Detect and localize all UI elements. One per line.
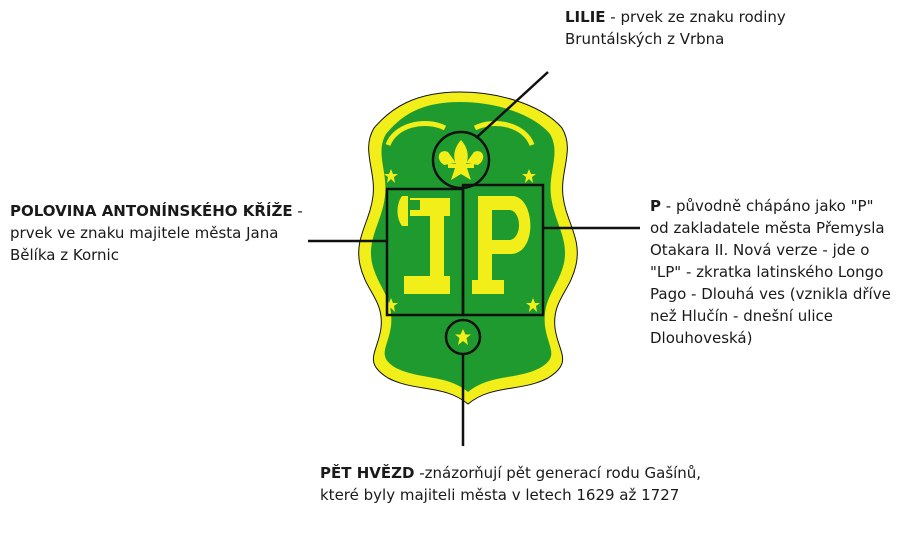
lily-emblem (438, 140, 484, 180)
lily-title: LILIE (565, 8, 606, 26)
star-icon (522, 169, 536, 183)
star-icon (455, 329, 471, 345)
cross-description: - prvek ve znaku majitele města Jana Běl… (10, 202, 303, 264)
top-scroll-ornament (473, 121, 535, 147)
stars-description: -znázorňují pět generací rodu Gašínů, kt… (320, 464, 702, 504)
star-icon (526, 298, 540, 312)
p-annotation: P - původně chápáno jako "P" od zakladat… (650, 195, 895, 349)
stars-annotation: PĚT HVĚZD -znázorňují pět generací rodu … (320, 462, 740, 506)
cross-annotation: POLOVINA ANTONÍNSKÉHO KŘÍŽE - prvek ve z… (10, 200, 310, 266)
top-scroll-ornament (385, 121, 447, 147)
star-icons (384, 169, 540, 345)
letter-p (472, 196, 531, 294)
star-icon (384, 298, 398, 312)
annotation-marks (308, 71, 640, 446)
star-icon (384, 169, 398, 183)
shield-inner-field (370, 102, 566, 392)
lily-description: - prvek ze znaku rodiny Bruntálských z V… (565, 8, 786, 48)
stars-title: PĚT HVĚZD (320, 464, 415, 482)
lily-pointer-line (475, 71, 549, 139)
right-half-box (461, 183, 545, 317)
p-title: P (650, 197, 661, 215)
cross-title: POLOVINA ANTONÍNSKÉHO KŘÍŽE (10, 202, 293, 220)
half-antonine-cross (397, 196, 450, 294)
lily-annotation: LILIE - prvek ze znaku rodiny Bruntálský… (565, 6, 795, 50)
p-description: - původně chápáno jako "P" od zakladatel… (650, 197, 891, 347)
